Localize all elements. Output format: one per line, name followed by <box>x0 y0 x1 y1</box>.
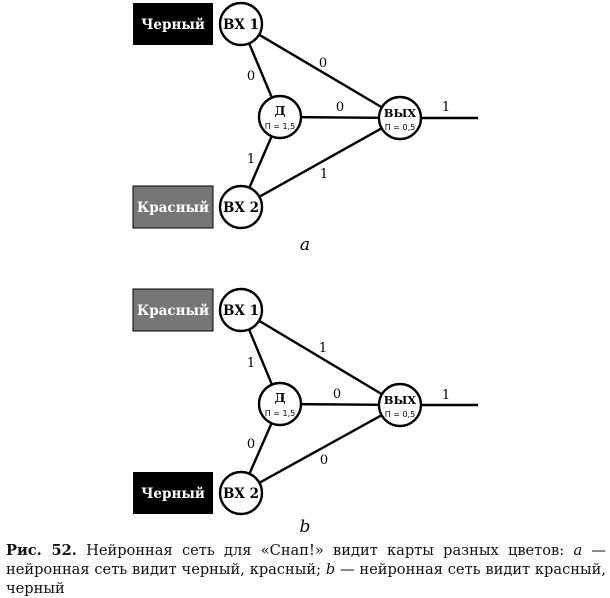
input-color-box-1 <box>133 3 213 45</box>
caption-text-2: — нейронная сеть видит черный, красный; <box>6 542 606 578</box>
weight-in1-hidden: 0 <box>247 69 255 84</box>
edge-in1-out <box>240 22 401 120</box>
neural-network-diagrams: Черный Красный ВХ 1 ВХ 2 Д П = 1,5 ВЫХ П… <box>132 1 478 537</box>
weight-in1-hidden: 1 <box>247 356 255 371</box>
input-node-1 <box>218 287 264 333</box>
weight-in2-out: 1 <box>320 167 328 182</box>
figure-number: Рис. 52. <box>6 542 77 559</box>
output-node-label: ВЫХ <box>384 106 417 120</box>
panel-b: Красный Черный ВХ 1 ВХ 2 Д П = 1,5 ВЫХ П… <box>132 287 478 537</box>
output-node <box>377 382 423 428</box>
hidden-node-label: Д <box>274 103 285 118</box>
input-node-1-label: ВХ 1 <box>223 303 259 319</box>
output-node-threshold: П = 0,5 <box>385 410 416 419</box>
panel-label-b: b <box>300 517 311 537</box>
edge-in2-out <box>240 116 401 209</box>
input-color-label-2: Красный <box>137 200 209 216</box>
input-node-2 <box>218 184 264 230</box>
output-node-label: ВЫХ <box>384 393 417 407</box>
caption-ref-a: a <box>573 542 583 559</box>
panel-a: Черный Красный ВХ 1 ВХ 2 Д П = 1,5 ВЫХ П… <box>132 1 478 255</box>
edge-in1-out <box>240 308 401 407</box>
weight-in1-out: 1 <box>319 341 327 356</box>
caption-ref-b: b <box>325 561 336 578</box>
input-color-box-2 <box>132 185 214 229</box>
weight-in2-out: 0 <box>320 453 328 468</box>
caption-text-1: Нейронная сеть для «Снап!» видит карты р… <box>76 542 574 559</box>
weight-hidden-out: 0 <box>336 100 344 115</box>
input-node-2-label: ВХ 2 <box>223 200 259 216</box>
edge-in2-out <box>240 403 401 495</box>
output-node <box>377 95 423 141</box>
input-node-2-label: ВХ 2 <box>223 486 259 502</box>
input-color-box-2 <box>133 472 213 514</box>
input-node-2 <box>218 470 264 516</box>
hidden-node-threshold: П = 1,5 <box>265 409 296 418</box>
input-color-box-1 <box>132 288 214 332</box>
hidden-node-label: Д <box>274 390 285 405</box>
input-color-label-1: Красный <box>137 303 209 319</box>
figure-caption: Рис. 52. Нейронная сеть для «Снап!» види… <box>6 541 606 598</box>
hidden-node <box>257 94 303 140</box>
input-node-1-label: ВХ 1 <box>223 17 259 33</box>
weight-output: 1 <box>442 100 450 115</box>
output-node-threshold: П = 0,5 <box>385 123 416 132</box>
input-node-1 <box>218 1 264 47</box>
weight-in2-hidden: 0 <box>247 437 255 452</box>
hidden-node <box>257 381 303 427</box>
weight-output: 1 <box>442 388 450 403</box>
hidden-node-threshold: П = 1,5 <box>265 122 296 131</box>
input-color-label-2: Черный <box>141 486 205 502</box>
weight-in1-out: 0 <box>319 56 327 71</box>
weight-hidden-out: 0 <box>333 387 341 402</box>
weight-in2-hidden: 1 <box>247 152 255 167</box>
input-color-label-1: Черный <box>141 17 205 33</box>
panel-label-a: a <box>300 235 310 255</box>
